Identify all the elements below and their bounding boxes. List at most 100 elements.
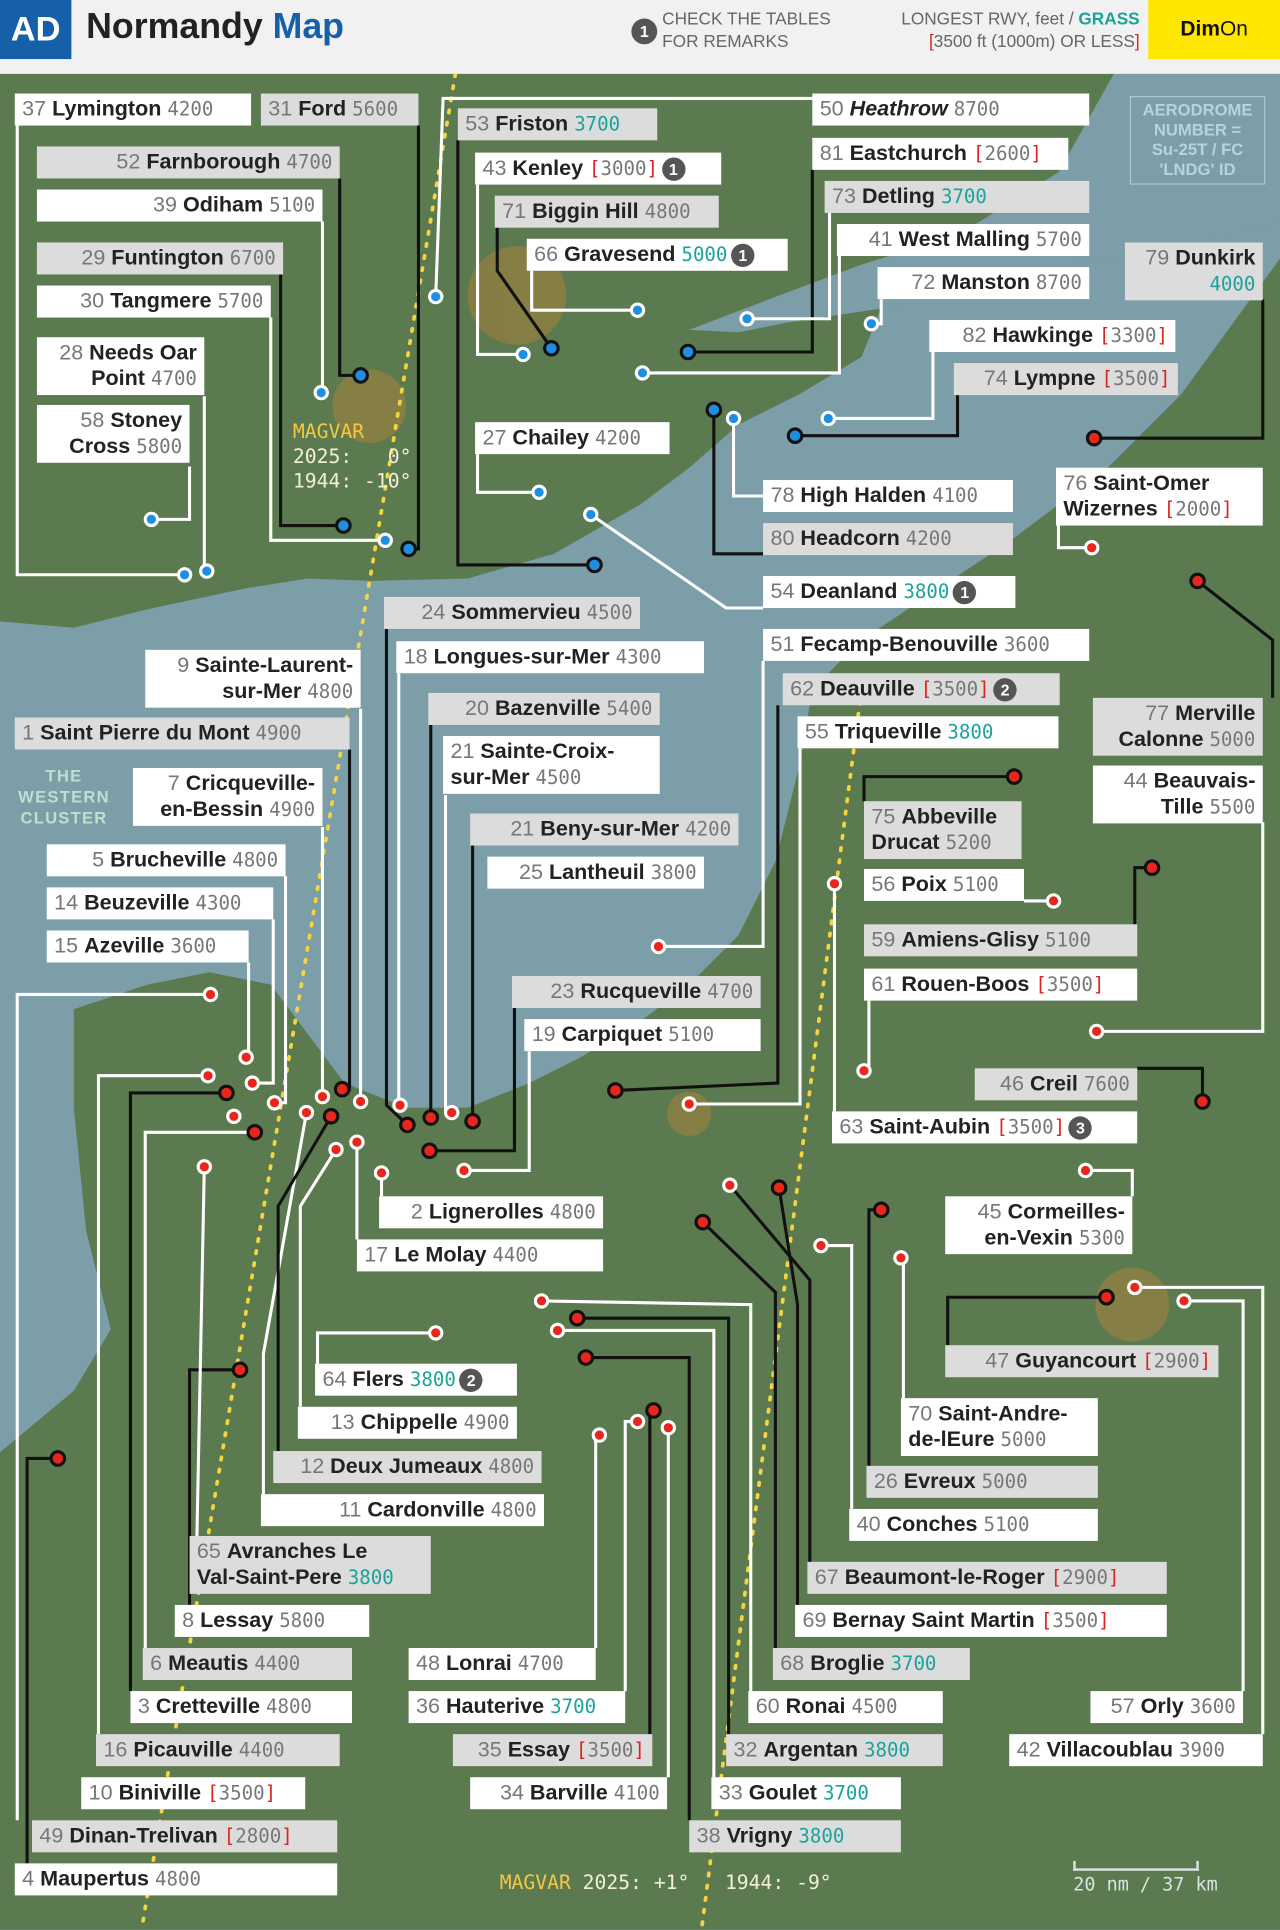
aerodrome-label-8[interactable]: 8 Lessay 5800 bbox=[174, 1604, 370, 1637]
aerodrome-label-9[interactable]: 9 Sainte-Laurent- sur-Mer 4800 bbox=[145, 649, 361, 708]
aerodrome-label-19[interactable]: 19 Carpiquet 5100 bbox=[524, 1019, 761, 1052]
aerodrome-label-11[interactable]: 11 Cardonville 4800 bbox=[260, 1494, 545, 1527]
aerodrome-dot-england[interactable] bbox=[352, 367, 369, 384]
aerodrome-label-52[interactable]: 52 Farnborough 4700 bbox=[36, 146, 340, 179]
aerodrome-label-39[interactable]: 39 Odiham 5100 bbox=[36, 189, 323, 222]
aerodrome-label-62[interactable]: 62 Deauville [3500]2 bbox=[782, 673, 1060, 706]
aerodrome-dot-france[interactable] bbox=[1127, 1279, 1143, 1296]
aerodrome-dot-france[interactable] bbox=[218, 1084, 235, 1102]
aerodrome-dot-france[interactable] bbox=[298, 1104, 315, 1121]
aerodrome-label-56[interactable]: 56 Poix 5100 bbox=[864, 868, 1025, 901]
aerodrome-dot-france[interactable] bbox=[577, 1349, 595, 1366]
aerodrome-label-35[interactable]: 35 Essay [3500] bbox=[452, 1734, 653, 1767]
aerodrome-dot-france[interactable] bbox=[722, 1177, 738, 1193]
aerodrome-label-57[interactable]: 57 Orly 3600 bbox=[1090, 1691, 1244, 1724]
aerodrome-label-15[interactable]: 15 Azeville 3600 bbox=[46, 930, 249, 963]
aerodrome-dot-france[interactable] bbox=[856, 1063, 872, 1079]
aerodrome-label-7[interactable]: 7 Cricqueville- en-Bessin 4900 bbox=[132, 768, 323, 826]
aerodrome-dot-france[interactable] bbox=[422, 1109, 440, 1126]
aerodrome-dot-england[interactable] bbox=[313, 384, 329, 401]
aerodrome-dot-france[interactable] bbox=[352, 1093, 369, 1110]
aerodrome-label-46[interactable]: 46 Creil 7600 bbox=[974, 1068, 1138, 1101]
aerodrome-label-20[interactable]: 20 Bazenville 5400 bbox=[428, 692, 660, 725]
aerodrome-label-21[interactable]: 21 Sainte-Croix- sur-Mer 4500 bbox=[443, 736, 660, 794]
aerodrome-dot-france[interactable] bbox=[399, 1116, 416, 1134]
aerodrome-dot-france[interactable] bbox=[629, 1413, 646, 1430]
aerodrome-dot-france[interactable] bbox=[421, 1142, 438, 1160]
aerodrome-dot-france[interactable] bbox=[694, 1213, 712, 1231]
aerodrome-dot-france[interactable] bbox=[1084, 540, 1100, 556]
aerodrome-dot-france[interactable] bbox=[238, 1049, 254, 1065]
aerodrome-dot-france[interactable] bbox=[392, 1097, 408, 1113]
aerodrome-dot-england[interactable] bbox=[199, 563, 215, 579]
aerodrome-dot-france[interactable] bbox=[428, 1325, 444, 1341]
aerodrome-label-3[interactable]: 3 Cretteville 4800 bbox=[130, 1691, 353, 1724]
aerodrome-dot-france[interactable] bbox=[314, 1088, 331, 1105]
aerodrome-dot-france[interactable] bbox=[607, 1082, 624, 1099]
aerodrome-label-80[interactable]: 80 Headcorn 4200 bbox=[763, 523, 1013, 556]
aerodrome-dot-england[interactable] bbox=[428, 288, 444, 305]
aerodrome-label-5[interactable]: 5 Brucheville 4800 bbox=[46, 844, 286, 877]
aerodrome-dot-england[interactable] bbox=[705, 401, 723, 419]
aerodrome-label-40[interactable]: 40 Conches 5100 bbox=[849, 1508, 1098, 1541]
aerodrome-label-42[interactable]: 42 Villacoublau 3900 bbox=[1009, 1734, 1263, 1767]
aerodrome-label-6[interactable]: 6 Meautis 4400 bbox=[142, 1648, 353, 1681]
aerodrome-dot-france[interactable] bbox=[1189, 572, 1206, 590]
aerodrome-label-48[interactable]: 48 Lonrai 4700 bbox=[408, 1648, 596, 1681]
aerodrome-label-50[interactable]: 50 Heathrow 8700 bbox=[812, 93, 1090, 126]
aerodrome-dot-france[interactable] bbox=[322, 1108, 340, 1125]
aerodrome-dot-france[interactable] bbox=[328, 1141, 344, 1158]
aerodrome-label-31[interactable]: 31 Ford 5600 bbox=[260, 93, 419, 126]
aerodrome-dot-england[interactable] bbox=[143, 511, 160, 528]
aerodrome-dot-france[interactable] bbox=[813, 1237, 829, 1254]
aerodrome-label-72[interactable]: 72 Manston 8700 bbox=[877, 267, 1090, 300]
aerodrome-label-28[interactable]: 28 Needs Oar Point 4700 bbox=[36, 337, 205, 396]
aerodrome-dot-france[interactable] bbox=[464, 1112, 481, 1130]
aerodrome-dot-england[interactable] bbox=[634, 365, 651, 381]
aerodrome-label-78[interactable]: 78 High Halden 4100 bbox=[763, 480, 1013, 513]
aerodrome-dot-england[interactable] bbox=[515, 346, 531, 363]
aerodrome-label-59[interactable]: 59 Amiens-Glisy 5100 bbox=[864, 924, 1138, 957]
aerodrome-dot-france[interactable] bbox=[770, 1179, 788, 1197]
aerodrome-label-61[interactable]: 61 Rouen-Boos [3500] bbox=[864, 968, 1138, 1001]
aerodrome-label-43[interactable]: 43 Kenley [3000]1 bbox=[475, 152, 722, 185]
aerodrome-label-60[interactable]: 60 Ronai 4500 bbox=[748, 1691, 943, 1724]
aerodrome-dot-france[interactable] bbox=[444, 1104, 460, 1121]
aerodrome-dot-france[interactable] bbox=[1077, 1162, 1094, 1179]
aerodrome-dot-france[interactable] bbox=[591, 1427, 608, 1443]
aerodrome-label-4[interactable]: 4 Maupertus 4800 bbox=[14, 1863, 338, 1896]
aerodrome-label-45[interactable]: 45 Cormeilles- en-Vexin 5300 bbox=[945, 1196, 1133, 1255]
aerodrome-dot-england[interactable] bbox=[820, 410, 837, 427]
aerodrome-dot-england[interactable] bbox=[377, 532, 393, 549]
aerodrome-dot-france[interactable] bbox=[568, 1309, 586, 1327]
aerodrome-label-27[interactable]: 27 Chailey 4200 bbox=[475, 422, 670, 455]
aerodrome-label-71[interactable]: 71 Biggin Hill 4800 bbox=[494, 195, 719, 228]
aerodrome-dot-france[interactable] bbox=[872, 1201, 890, 1219]
aerodrome-dot-france[interactable] bbox=[826, 876, 843, 892]
aerodrome-dot-france[interactable] bbox=[1143, 859, 1161, 877]
aerodrome-dot-france[interactable] bbox=[456, 1162, 472, 1179]
aerodrome-dot-france[interactable] bbox=[1088, 1023, 1105, 1040]
aerodrome-label-82[interactable]: 82 Hawkinge [3300] bbox=[929, 320, 1176, 353]
aerodrome-label-32[interactable]: 32 Argentan 3800 bbox=[726, 1734, 943, 1767]
aerodrome-label-77[interactable]: 77 Merville Calonne 5000 bbox=[1092, 697, 1263, 756]
aerodrome-dot-england[interactable] bbox=[583, 506, 599, 523]
aerodrome-label-37[interactable]: 37 Lymington 4200 bbox=[14, 93, 252, 126]
aerodrome-dot-england[interactable] bbox=[400, 540, 417, 558]
aerodrome-label-67[interactable]: 67 Beaumont-le-Roger [2900] bbox=[807, 1561, 1167, 1594]
aerodrome-dot-england[interactable] bbox=[679, 343, 697, 361]
aerodrome-label-69[interactable]: 69 Bernay Saint Martin [3500] bbox=[795, 1604, 1167, 1637]
aerodrome-label-63[interactable]: 63 Saint-Aubin [3500]3 bbox=[832, 1111, 1138, 1144]
aerodrome-label-13[interactable]: 13 Chippelle 4900 bbox=[297, 1406, 517, 1439]
aerodrome-label-73[interactable]: 73 Detling 3700 bbox=[824, 180, 1090, 213]
aerodrome-dot-france[interactable] bbox=[681, 1096, 697, 1112]
aerodrome-dot-france[interactable] bbox=[1176, 1293, 1192, 1309]
aerodrome-dot-france[interactable] bbox=[645, 1402, 662, 1419]
aerodrome-label-24[interactable]: 24 Sommervieu 4500 bbox=[384, 596, 641, 629]
aerodrome-dot-england[interactable] bbox=[543, 340, 560, 357]
aerodrome-label-41[interactable]: 41 West Malling 5700 bbox=[836, 224, 1090, 257]
aerodrome-dot-france[interactable] bbox=[533, 1293, 550, 1309]
aerodrome-label-51[interactable]: 51 Fecamp-Benouville 3600 bbox=[763, 628, 1090, 661]
aerodrome-dot-france[interactable] bbox=[1045, 893, 1062, 909]
